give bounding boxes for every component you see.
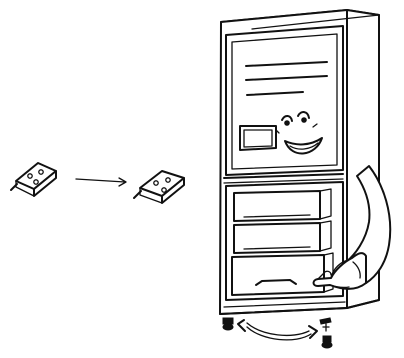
rotate-arrow-icon (238, 320, 317, 340)
move-arrow-icon (76, 178, 126, 186)
adjustable-foot-icon (223, 318, 233, 330)
door-hinge-icon (11, 163, 56, 196)
freezer-drawer-icon (232, 253, 333, 295)
screw-icon (320, 318, 331, 331)
adjustable-foot-icon (322, 336, 332, 348)
freezer-drawer-icon (234, 189, 331, 221)
freezer-drawer-icon (234, 221, 331, 253)
door-hinge-icon (134, 171, 184, 203)
